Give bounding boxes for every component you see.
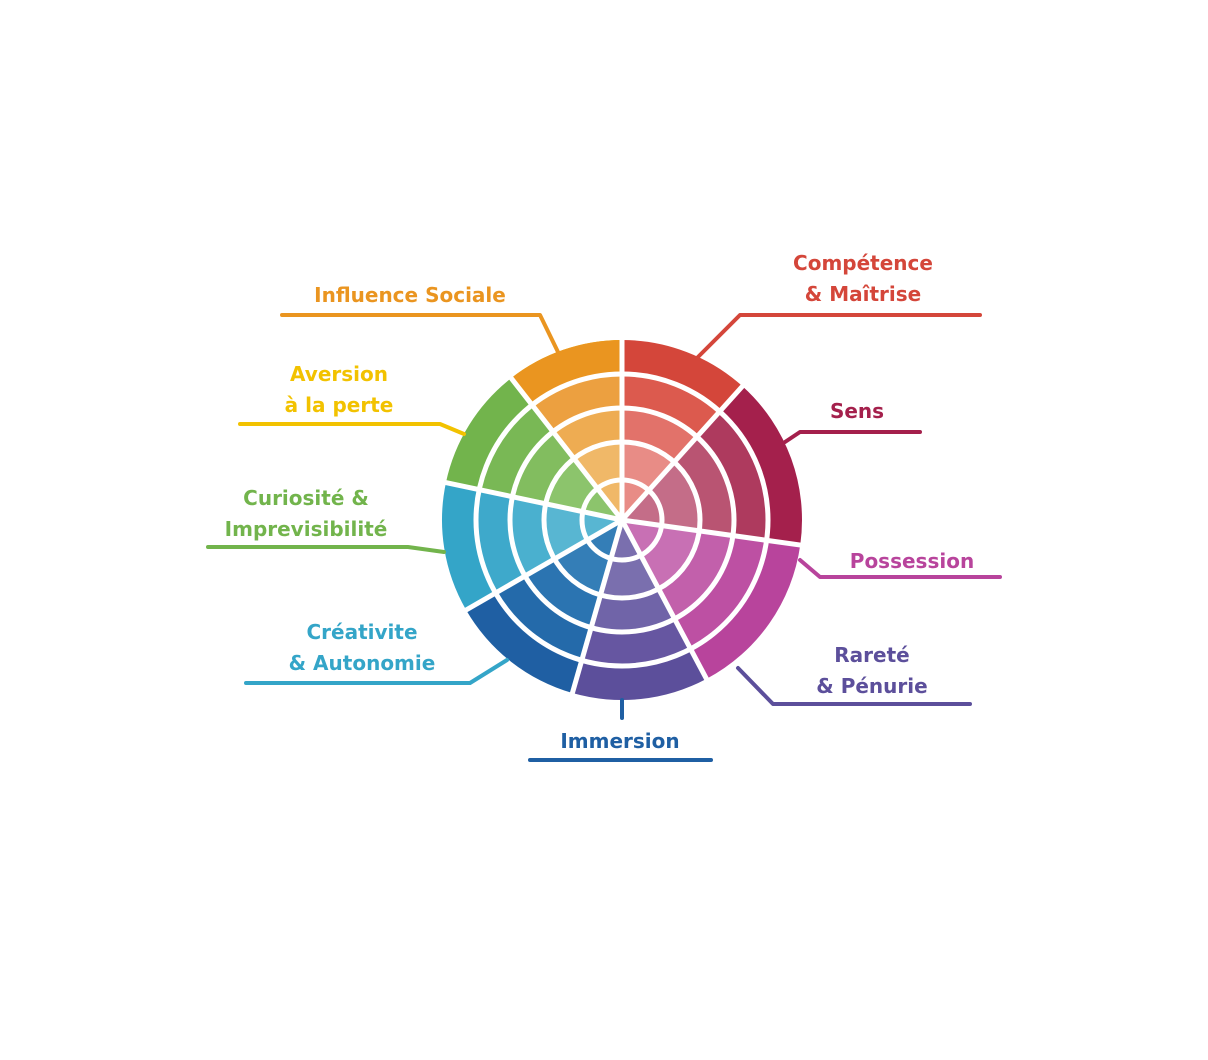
wheel-ring-influence-3 bbox=[553, 408, 622, 459]
wheel-ring-competence-1 bbox=[622, 340, 743, 412]
label-line-influence-1: Influence Sociale bbox=[314, 283, 506, 307]
wheel-ring-creativite-1 bbox=[442, 482, 496, 610]
label-line-creativite-1: Créativite bbox=[306, 620, 417, 644]
leader-line-possession bbox=[798, 558, 1002, 579]
label-immersion: Immersion bbox=[560, 729, 679, 753]
leader-line-rarete bbox=[736, 666, 972, 706]
wheel-ring-immersion-1 bbox=[466, 593, 582, 694]
label-line-immersion-1: Immersion bbox=[560, 729, 679, 753]
wheel-ring-competence-2 bbox=[622, 374, 720, 437]
wheel-ring-possession-4 bbox=[640, 525, 700, 589]
wheel-ring-sens-2 bbox=[696, 411, 769, 541]
label-competence: Compétence & Maîtrise bbox=[793, 251, 933, 306]
leader-lines bbox=[206, 313, 1002, 762]
label-creativite: Créativite & Autonomie bbox=[289, 620, 436, 675]
wheel-ring-possession-3 bbox=[658, 530, 733, 619]
label-sens: Sens bbox=[830, 399, 884, 423]
wheel-ring-creativite-2 bbox=[476, 489, 526, 593]
leader-line-influence bbox=[280, 313, 560, 354]
label-rarete: Rareté & Pénurie bbox=[816, 643, 927, 698]
wheel-spoke bbox=[620, 383, 746, 522]
wheel-spoke bbox=[463, 517, 624, 614]
wheel-segment-creativite bbox=[442, 482, 622, 610]
wheel-ring-influence-1 bbox=[511, 340, 622, 405]
label-curiosite: Curiosité & Imprevisibilité bbox=[225, 486, 388, 541]
wheel-ring-curiosite-2 bbox=[479, 404, 554, 497]
wheel-ring-competence-3 bbox=[622, 408, 697, 463]
label-line-sens-1: Sens bbox=[830, 399, 884, 423]
wheel-spoke bbox=[507, 375, 624, 522]
wheel-core-sens bbox=[622, 490, 662, 526]
wheel-ring-possession-1 bbox=[690, 540, 801, 679]
label-line-possession-1: Possession bbox=[850, 549, 974, 573]
wheel-ring-influence-4 bbox=[573, 442, 622, 489]
label-line-rarete-1: Rareté bbox=[834, 643, 909, 667]
label-line-competence-2: & Maîtrise bbox=[805, 282, 921, 306]
wheel-core-rarete bbox=[610, 520, 641, 560]
wheel-ring-curiosite-4 bbox=[545, 458, 598, 512]
label-line-competence-1: Compétence bbox=[793, 251, 933, 275]
label-line-curiosite-2: Imprevisibilité bbox=[225, 517, 388, 541]
wheel-segment-immersion bbox=[466, 520, 622, 694]
wheel-spoke bbox=[443, 479, 623, 523]
label-line-curiosite-1: Curiosité & bbox=[243, 486, 369, 510]
wheel bbox=[442, 338, 803, 700]
label-aversion: Aversion à la perte bbox=[285, 362, 394, 417]
wheel-ring-gap bbox=[507, 405, 737, 635]
wheel-ring-sens-3 bbox=[674, 436, 734, 536]
labels: Compétence & MaîtriseSensPossessionRareté… bbox=[225, 251, 975, 753]
wheel-ring-influence-2 bbox=[532, 374, 622, 432]
wheel-ring-immersion-3 bbox=[525, 559, 601, 628]
wheel-ring-sens-1 bbox=[719, 386, 802, 546]
label-line-rarete-2: & Pénurie bbox=[816, 674, 927, 698]
label-possession: Possession bbox=[850, 549, 974, 573]
wheel-ring-rarete-1 bbox=[572, 648, 707, 700]
wheel-separators bbox=[443, 338, 803, 696]
leader-line-creativite bbox=[244, 658, 509, 685]
label-line-creativite-2: & Autonomie bbox=[289, 651, 436, 675]
wheel-ring-gap bbox=[579, 477, 665, 563]
label-influence: Influence Sociale bbox=[314, 283, 506, 307]
wheel-ring-curiosite-3 bbox=[512, 431, 574, 504]
leader-line-curiosite bbox=[206, 545, 446, 554]
leader-line-competence bbox=[695, 313, 982, 360]
wheel-ring-gap bbox=[473, 371, 771, 669]
wheel-spoke bbox=[621, 517, 803, 548]
wheel-segment-curiosite bbox=[445, 378, 622, 520]
wheel-segment-possession bbox=[622, 520, 801, 679]
wheel-ring-immersion-2 bbox=[495, 576, 592, 661]
wheel-ring-rarete-2 bbox=[581, 618, 691, 666]
wheel-spoke bbox=[619, 518, 710, 682]
wheel-spoke bbox=[569, 519, 625, 696]
wheel-ring-curiosite-1 bbox=[445, 378, 533, 490]
label-line-aversion-2: à la perte bbox=[285, 393, 394, 417]
wheel-ring-possession-2 bbox=[674, 535, 767, 649]
wheel-ring-gap bbox=[541, 439, 703, 601]
leader-line-sens bbox=[783, 430, 922, 444]
leader-line-aversion bbox=[238, 422, 466, 436]
label-line-aversion-1: Aversion bbox=[290, 362, 388, 386]
